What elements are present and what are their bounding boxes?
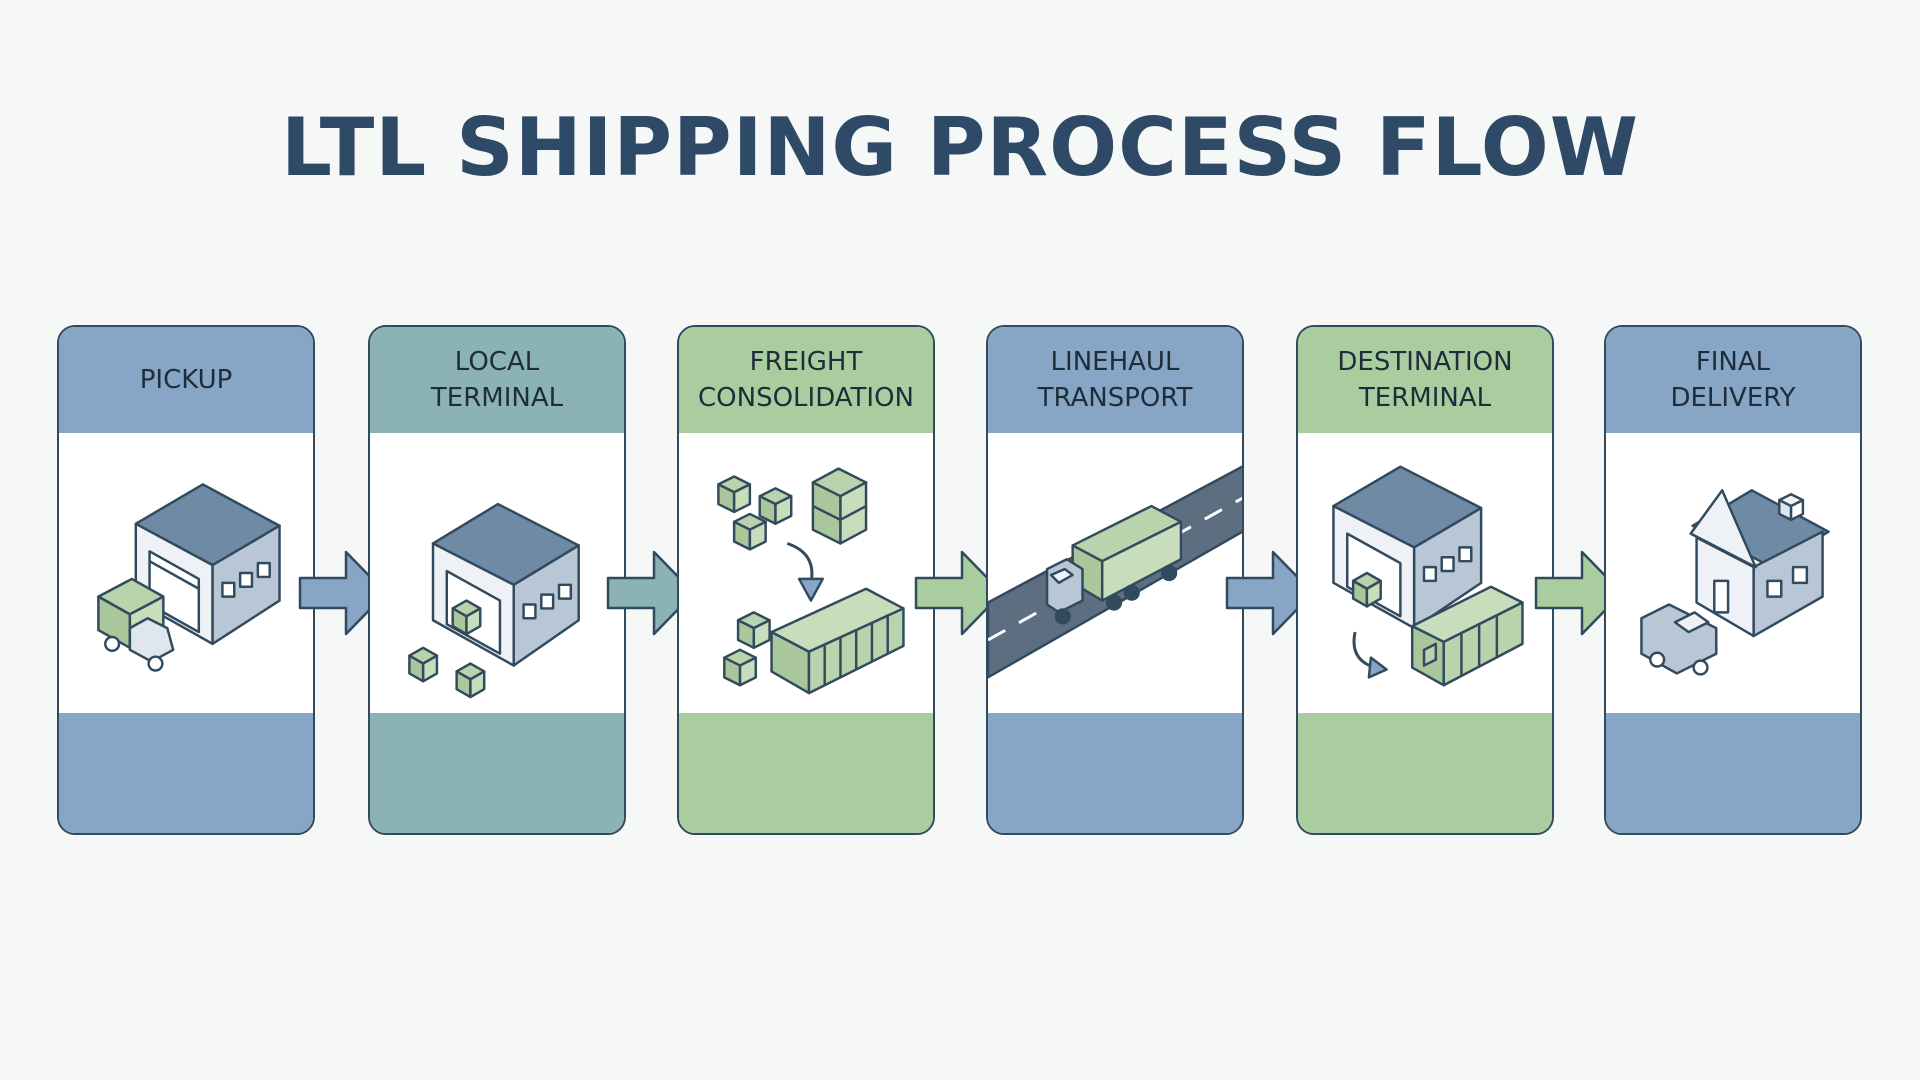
step-footer <box>679 713 933 833</box>
step-footer <box>1298 713 1552 833</box>
step-header: LOCAL TERMINAL <box>370 327 624 433</box>
warehouse-with-truck-icon <box>97 483 281 672</box>
step-header: PICKUP <box>59 327 313 433</box>
step-footer <box>1606 713 1860 833</box>
step-header: FINAL DELIVERY <box>1606 327 1860 433</box>
boxes-into-container-icon <box>717 467 905 695</box>
step-header: DESTINATION TERMINAL <box>1298 327 1552 433</box>
step-footer <box>988 713 1242 833</box>
step-illustration <box>679 433 933 713</box>
step-card-pickup: PICKUP <box>57 325 315 835</box>
step-card-linehaul-transport: LINEHAUL TRANSPORT <box>986 325 1244 835</box>
right-arrow-icon <box>606 550 696 636</box>
house-with-van-icon <box>1640 489 1830 676</box>
right-arrow-icon <box>1534 550 1624 636</box>
step-illustration <box>988 433 1242 713</box>
step-card-final-delivery: FINAL DELIVERY <box>1604 325 1862 835</box>
step-header: LINEHAUL TRANSPORT <box>988 327 1242 433</box>
step-label: DESTINATION TERMINAL <box>1337 347 1513 413</box>
step-label: FREIGHT CONSOLIDATION <box>698 347 914 413</box>
step-card-destination-terminal: DESTINATION TERMINAL <box>1296 325 1554 835</box>
step-illustration <box>59 433 313 713</box>
truck-on-highway-icon <box>988 465 1242 679</box>
page-title: LTL SHIPPING PROCESS FLOW <box>280 101 1640 194</box>
step-header: FREIGHT CONSOLIDATION <box>679 327 933 433</box>
right-arrow-icon <box>1225 550 1315 636</box>
step-label: FINAL DELIVERY <box>1670 347 1796 413</box>
step-label: LINEHAUL TRANSPORT <box>1037 347 1193 413</box>
step-label: PICKUP <box>139 365 233 395</box>
step-illustration <box>1606 433 1860 713</box>
step-label: LOCAL TERMINAL <box>430 347 564 413</box>
step-card-freight-consolidation: FREIGHT CONSOLIDATION <box>677 325 935 835</box>
right-arrow-icon <box>914 550 1004 636</box>
terminal-unloading-icon <box>1332 465 1524 687</box>
right-arrow-icon <box>298 550 388 636</box>
terminal-warehouse-icon <box>408 502 580 699</box>
step-card-local-terminal: LOCAL TERMINAL <box>368 325 626 835</box>
step-footer <box>370 713 624 833</box>
step-illustration <box>370 433 624 713</box>
step-footer <box>59 713 313 833</box>
step-illustration <box>1298 433 1552 713</box>
